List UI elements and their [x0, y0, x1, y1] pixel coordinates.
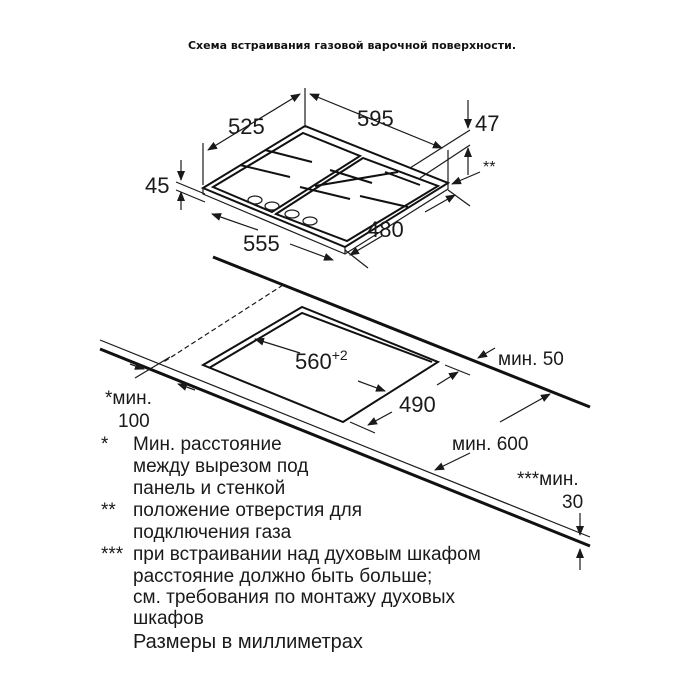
note-3-line: расстояние должно быть больше;	[133, 566, 432, 587]
units-footer: Размеры в миллиметрах	[133, 631, 363, 653]
cutout-depth: 490	[399, 392, 436, 417]
dim-45: 45	[145, 173, 169, 198]
hob-drawing	[175, 88, 481, 269]
dim-555: 555	[243, 231, 280, 256]
note-3-line: шкафов	[133, 608, 204, 629]
note-1-line: Мин. расстояние	[133, 434, 282, 455]
min-cabinet-width: мин. 600	[452, 434, 528, 455]
note-3-line: см. требования по монтажу духовых	[133, 587, 456, 608]
footnotes: * Мин. расстояние между вырезом под пане…	[101, 434, 481, 653]
min-oven-value: 30	[562, 492, 583, 513]
note-2-line: положение отверстия для	[133, 500, 362, 521]
min-side-value: 100	[118, 411, 150, 432]
diagram-title: Схема встраивания газовой варочной повер…	[188, 39, 516, 52]
gas-connection-mark: **	[483, 159, 495, 176]
countertop-drawing	[99, 255, 591, 570]
dim-525: 525	[228, 114, 265, 139]
note-1-line: между вырезом под	[133, 456, 308, 477]
min-oven-label: ***мин.	[517, 469, 579, 490]
note-3-mark: ***	[101, 544, 124, 565]
dim-47: 47	[475, 111, 499, 136]
cutout-width-tolerance: +2	[332, 347, 348, 363]
cutout-width: 560+2	[295, 347, 348, 374]
dim-595: 595	[357, 106, 394, 131]
note-1-line: панель и стенкой	[133, 478, 285, 499]
cutout-width-value: 560	[295, 349, 332, 374]
note-1-mark: *	[101, 434, 109, 455]
note-3-line: при встраивании над духовым шкафом	[133, 544, 481, 565]
dim-480: 480	[367, 217, 404, 242]
note-2-line: подключения газа	[133, 522, 292, 543]
min-side-label: *мин.	[105, 388, 152, 409]
min-back-distance: мин. 50	[498, 349, 564, 370]
note-2-mark: **	[101, 500, 116, 521]
